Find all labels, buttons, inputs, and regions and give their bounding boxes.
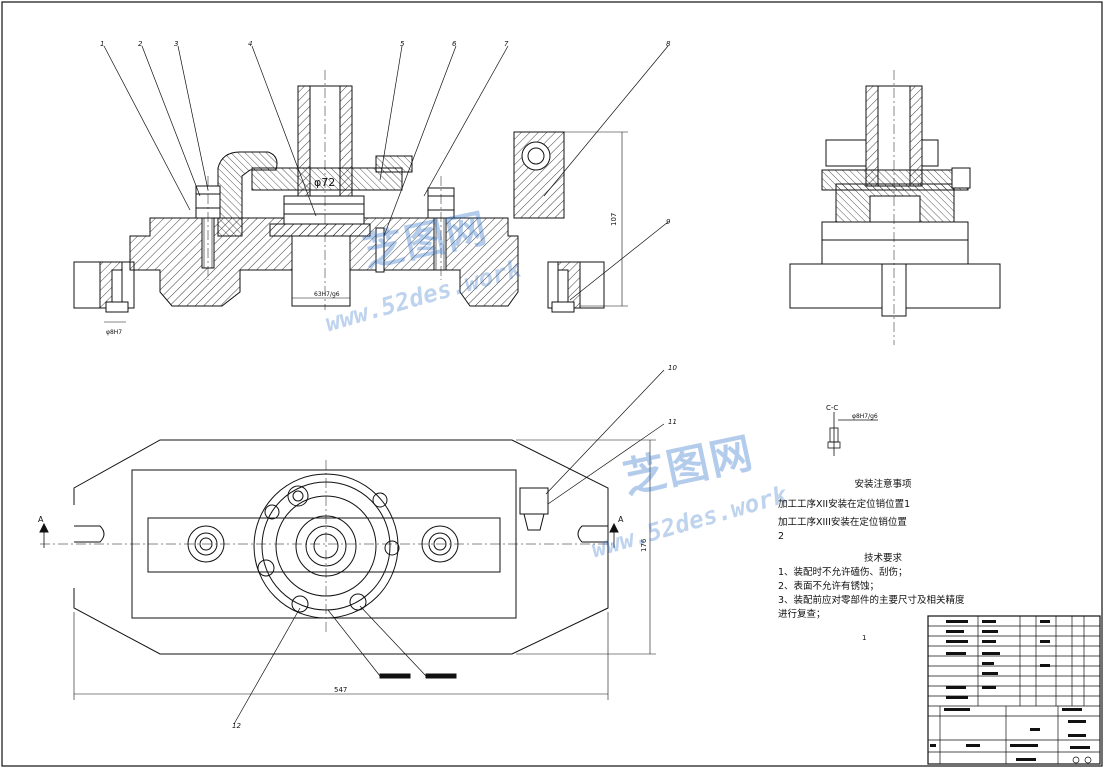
section-arrow-right: A: [618, 515, 624, 524]
width-dim-label: 547: [334, 686, 347, 694]
install-title: 安装注意事项: [854, 479, 912, 490]
plan-view: [39, 369, 665, 725]
balloon-4: 4: [248, 40, 252, 48]
tech-line-3a: 3、装配前应对零部件的主要尺寸及相关精度: [778, 595, 965, 606]
balloon-5: 5: [400, 40, 405, 48]
balloon-10: 10: [668, 364, 677, 372]
front-section-view: [73, 70, 628, 323]
section-name: C-C: [826, 404, 838, 412]
tech-line-1: 1、装配时不允许磕伤、刮伤；: [778, 567, 908, 578]
plan-outline: [73, 439, 609, 655]
center-disc: [283, 195, 365, 225]
side-view: [789, 70, 1001, 345]
title-block: [927, 615, 1101, 765]
bore-diameter-label: φ72: [314, 176, 335, 189]
tech-line-3b: 进行复查；: [778, 609, 826, 620]
leader-lines-top: [103, 45, 669, 301]
fit-left-label: φ8H7: [106, 329, 122, 336]
balloon-1: 1: [100, 40, 104, 48]
install-line-1: 加工工序XII安装在定位销位置1: [778, 499, 911, 510]
depth-dim-label: 176: [640, 538, 648, 552]
tech-title: 技术要求: [863, 553, 902, 564]
assembly-notes: 安装注意事项 加工工序XII安装在定位销位置1 加工工序XIII安装在定位销位置…: [778, 478, 988, 622]
section-arrow-left: A: [38, 515, 44, 524]
title-block-redactions: [930, 620, 1092, 764]
install-line-2b: 2: [778, 531, 785, 542]
section-cc-detail: [827, 412, 878, 456]
tech-line-2: 2、表面不允许有锈蚀；: [778, 581, 880, 592]
section-fit: φ8H7/g6: [852, 413, 878, 420]
locating-pin-block: [519, 487, 549, 515]
install-line-2a: 加工工序XIII安装在定位销位置: [778, 517, 907, 528]
bracket-bore: [521, 141, 551, 171]
balloon-12: 12: [232, 722, 241, 730]
balloon-2: 2: [138, 40, 143, 48]
balloon-11: 11: [668, 418, 677, 426]
height-dim-label: 107: [610, 213, 618, 226]
balloon-7: 7: [504, 40, 509, 48]
balloon-9: 9: [666, 218, 671, 226]
balloon-6: 6: [452, 40, 457, 48]
page-mark: 1: [862, 634, 866, 642]
balloon-3: 3: [174, 40, 178, 48]
balloon-8: 8: [666, 40, 671, 48]
fit-bottom-label: 63H7/g6: [314, 291, 340, 298]
